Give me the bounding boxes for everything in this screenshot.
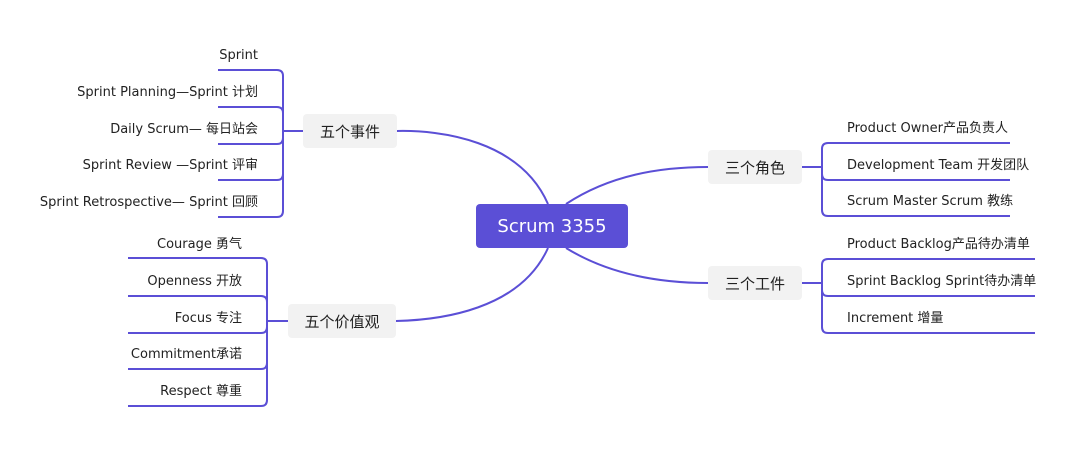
edge-values-underline-3 <box>128 326 268 334</box>
leaf-value-5[interactable]: Respect 尊重 <box>160 384 242 399</box>
edge-values-underline-4 <box>128 362 268 370</box>
leaf-role-3[interactable]: Scrum Master Scrum 教练 <box>847 194 1014 209</box>
edge-events-underline-5 <box>218 210 284 218</box>
leaf-value-3[interactable]: Focus 专注 <box>174 311 242 326</box>
edge-artifacts-underline-2 <box>821 289 1035 297</box>
edge-artifacts-underline-3 <box>821 326 1035 334</box>
leaf-value-4[interactable]: Commitment承诺 <box>130 347 242 362</box>
leaf-event-4[interactable]: Sprint Review —Sprint 评审 <box>82 158 258 173</box>
edge-events-underline-4 <box>218 173 284 181</box>
edge-root-values <box>395 247 549 322</box>
root-node[interactable]: Scrum 3355 <box>476 204 628 248</box>
branch-node-roles[interactable]: 三个角色 <box>708 150 802 184</box>
branch-node-values[interactable]: 五个价值观 <box>288 304 396 338</box>
edge-values-underline-5 <box>128 399 268 407</box>
edge-roles-underline-2 <box>821 173 1010 181</box>
edge-root-events <box>396 129 549 205</box>
root-label: Scrum 3355 <box>497 215 607 237</box>
edge-artifacts-underline-1 <box>821 258 1035 266</box>
edge-values-underline-1 <box>128 257 268 265</box>
leaf-artifact-1[interactable]: Product Backlog产品待办清单 <box>847 237 1030 252</box>
branch-label: 三个角色 <box>724 158 785 177</box>
leaf-event-2[interactable]: Sprint Planning—Sprint 计划 <box>77 85 258 100</box>
edge-events-underline-2 <box>218 106 284 114</box>
leaf-event-1[interactable]: Sprint <box>219 48 258 63</box>
branch-label: 三个工件 <box>724 274 785 293</box>
leaf-event-3[interactable]: Daily Scrum— 每日站会 <box>110 122 258 137</box>
edge-events-underline-1 <box>218 69 284 77</box>
branch-label: 五个价值观 <box>304 312 380 331</box>
leaf-value-2[interactable]: Openness 开放 <box>147 274 242 289</box>
leaf-value-1[interactable]: Courage 勇气 <box>157 237 242 252</box>
leaf-role-1[interactable]: Product Owner产品负责人 <box>847 121 1008 136</box>
branch-node-artifacts[interactable]: 三个工件 <box>708 266 802 300</box>
leaf-role-2[interactable]: Development Team 开发团队 <box>847 158 1030 173</box>
edge-events-underline-3 <box>218 137 284 145</box>
branch-node-events[interactable]: 五个事件 <box>303 114 397 148</box>
leaf-artifact-2[interactable]: Sprint Backlog Sprint待办清单 <box>847 274 1037 289</box>
branch-label: 五个事件 <box>319 122 380 141</box>
edge-roles-underline-1 <box>821 142 1010 150</box>
edge-values-underline-2 <box>128 295 268 303</box>
edge-roles-underline-3 <box>821 209 1010 217</box>
edge-root-artifacts <box>565 247 709 284</box>
edge-root-roles <box>565 166 709 205</box>
leaf-artifact-3[interactable]: Increment 增量 <box>847 311 944 326</box>
leaf-event-5[interactable]: Sprint Retrospective— Sprint 回顾 <box>39 195 258 210</box>
